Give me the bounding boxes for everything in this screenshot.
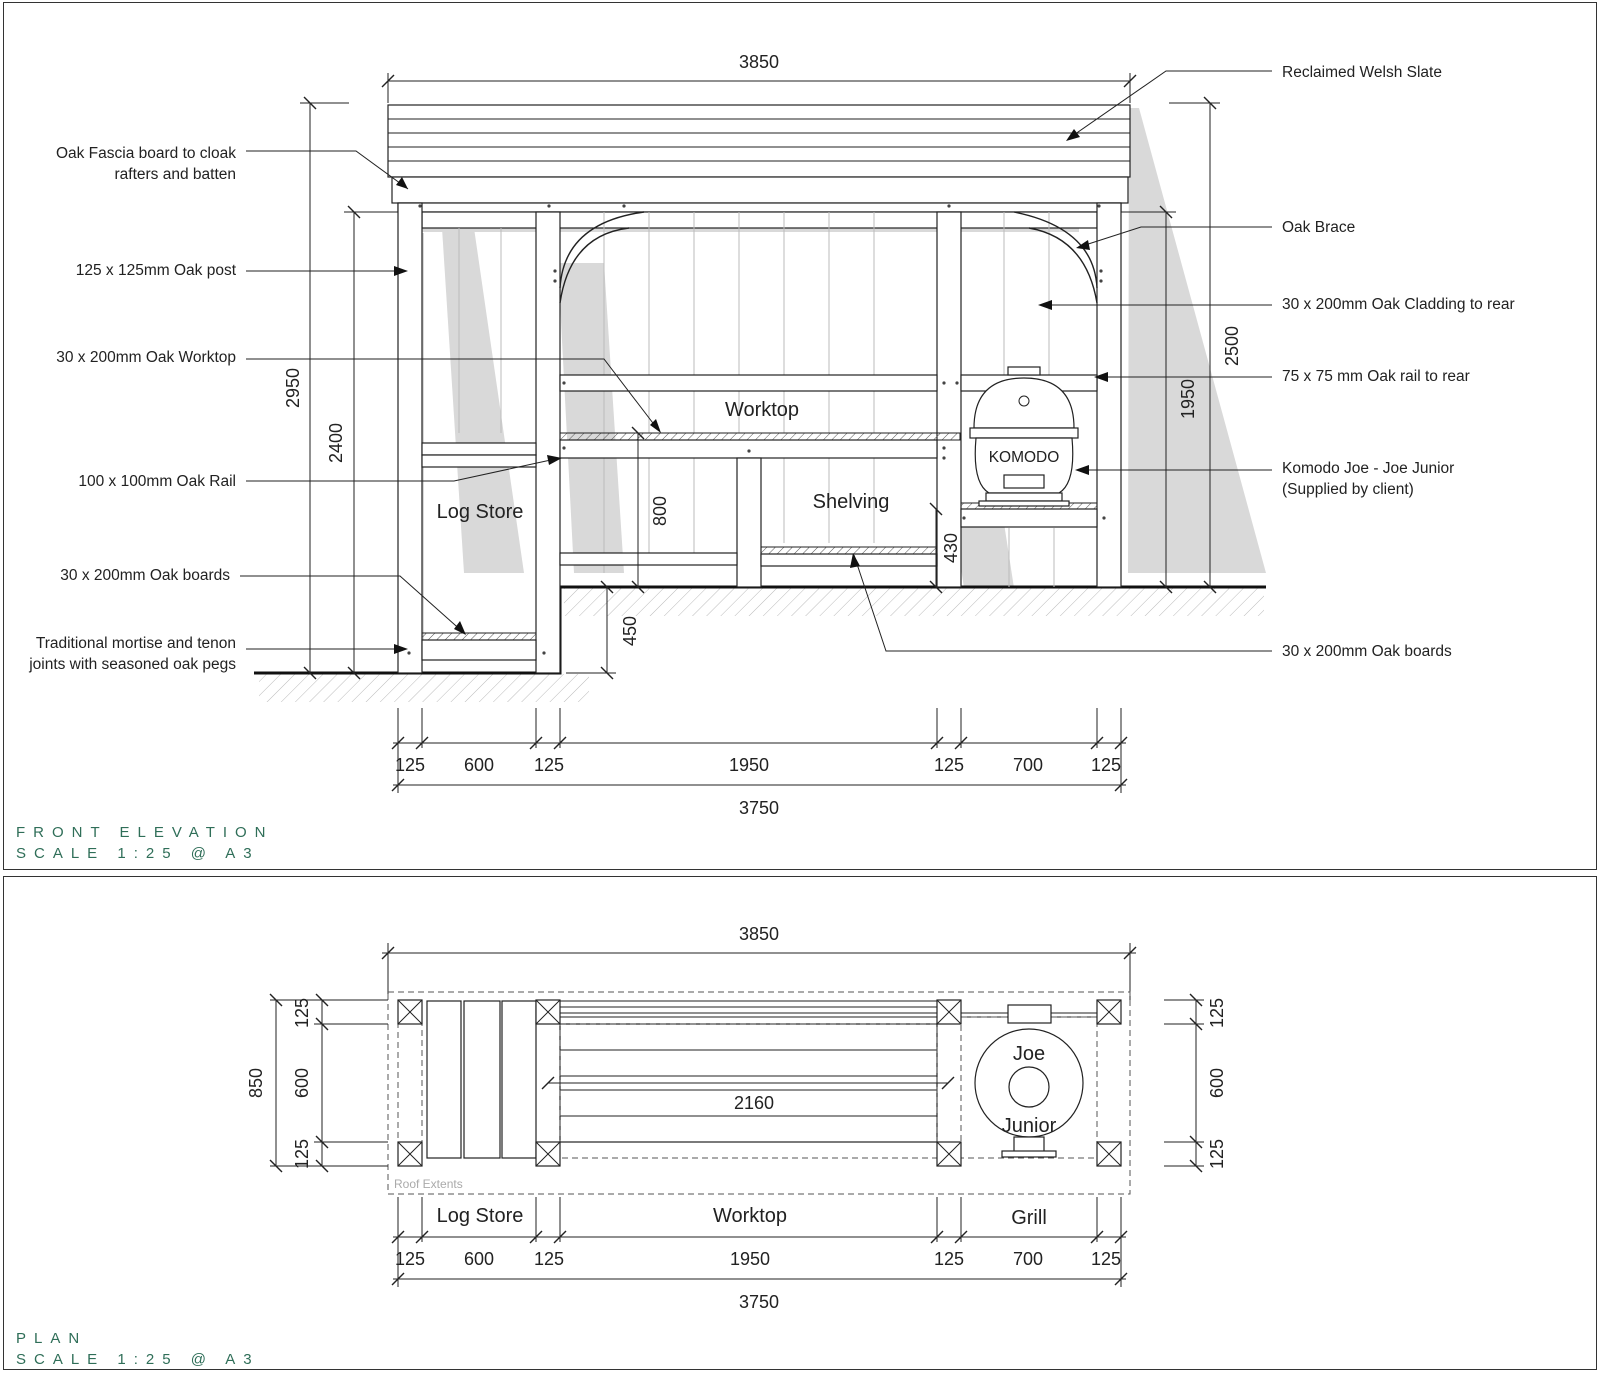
- plan-dimension-inner-span: 2160: [541, 1076, 955, 1113]
- grill-shelf: [960, 502, 1098, 528]
- dim-post-height: 2400: [326, 423, 346, 463]
- annotation-fascia-1: Oak Fascia board to cloak: [56, 145, 236, 162]
- plan-scale: SCALE 1:25 @ A3: [16, 1351, 260, 1368]
- dim-bottom-5: 125: [934, 755, 964, 775]
- plan-dim-bottom-total: 3750: [739, 1292, 779, 1312]
- shelving-label: Shelving: [813, 491, 890, 513]
- annotation-joints-2: joints with seasoned oak pegs: [28, 656, 236, 673]
- worktop-label: Worktop: [725, 399, 799, 421]
- dimension-top-width: 3850: [381, 52, 1137, 103]
- left-annotations: Oak Fascia board to cloak rafters and ba…: [28, 145, 661, 673]
- plan-dim-inner-span: 2160: [734, 1093, 774, 1113]
- plan-dim-right-3: 125: [1207, 1139, 1227, 1169]
- plan-dim-bottom-2: 600: [464, 1249, 494, 1269]
- plan-drawing: 3850 Roof Extents Joe Junior: [16, 924, 1227, 1368]
- grill-label-joe: Joe: [1013, 1043, 1045, 1065]
- komodo-grill: KOMODO: [969, 366, 1079, 507]
- dim-right-height: 2500: [1222, 326, 1242, 366]
- plan-dim-right-1: 125: [1207, 998, 1227, 1028]
- plan-title: PLAN: [16, 1330, 87, 1347]
- dim-step: 450: [620, 616, 640, 646]
- plan-dimension-bottom-chain: 125 600 125 1950 125 700 125 3750: [391, 1197, 1128, 1312]
- dimension-right-post-height: 1950: [1121, 205, 1198, 594]
- annotation-oak-rail: 100 x 100mm Oak Rail: [78, 473, 236, 490]
- dimension-shelf-height: 430: [929, 502, 961, 594]
- annotation-komodo-1: Komodo Joe - Joe Junior: [1282, 460, 1454, 477]
- annotation-cladding: 30 x 200mm Oak Cladding to rear: [1282, 296, 1515, 313]
- rear-cladding: [458, 212, 1055, 587]
- plan-dim-left-1: 125: [292, 998, 312, 1028]
- annotation-fascia-2: rafters and batten: [115, 166, 237, 183]
- dim-top-width: 3850: [739, 52, 779, 72]
- roof-extents: [387, 991, 1131, 1195]
- dim-bottom-total: 3750: [739, 798, 779, 818]
- dim-worktop-height: 800: [650, 496, 670, 526]
- plan-dimension-top-width: 3850: [381, 924, 1137, 1000]
- oak-braces: [559, 211, 1098, 304]
- dim-right-post-height: 1950: [1178, 379, 1198, 419]
- front-elevation-drawing: KOMODO Worktop Log Store Shelving 3850 2…: [16, 52, 1515, 862]
- plan-dim-top-width: 3850: [739, 924, 779, 944]
- plan-worktop: [559, 1000, 938, 1159]
- dimension-step: 450: [566, 580, 640, 680]
- dimension-right-height: 2500: [1169, 96, 1242, 594]
- plan-dim-left-total: 850: [246, 1068, 266, 1098]
- komodo-label: KOMODO: [989, 449, 1060, 466]
- plan-label-grill: Grill: [1011, 1207, 1047, 1229]
- dimension-post-height: 2400: [326, 205, 398, 680]
- peg-dots: [407, 204, 1106, 655]
- oak-posts: [397, 202, 1122, 674]
- annotation-komodo-2: (Supplied by client): [1282, 481, 1414, 498]
- elevation-scale: SCALE 1:25 @ A3: [16, 845, 260, 862]
- dimension-bottom-chain: 125 600 125 1950 125 700 125 3750: [391, 708, 1128, 818]
- plan-dim-left-2: 600: [292, 1068, 312, 1098]
- plan-dimension-left: 125 600 125 850: [246, 993, 388, 1173]
- log-store: [421, 442, 537, 661]
- dimension-worktop-height: 800: [631, 426, 670, 594]
- worktop: [559, 432, 961, 588]
- plan-dim-bottom-3: 125: [534, 1249, 564, 1269]
- plan-dim-right-2: 600: [1207, 1068, 1227, 1098]
- annotation-oak-boards-right: 30 x 200mm Oak boards: [1282, 643, 1452, 660]
- plan-dim-bottom-6: 700: [1013, 1249, 1043, 1269]
- plan-panel: 3850 Roof Extents Joe Junior: [3, 876, 1597, 1370]
- plan-grill-area: Joe Junior: [960, 1004, 1098, 1159]
- plan-dim-left-3: 125: [292, 1139, 312, 1169]
- annotation-slate: Reclaimed Welsh Slate: [1282, 64, 1442, 81]
- dim-bottom-1: 125: [395, 755, 425, 775]
- plan-log-store: [397, 1000, 537, 1159]
- plan-dim-bottom-1: 125: [395, 1249, 425, 1269]
- plan-dim-bottom-7: 125: [1091, 1249, 1121, 1269]
- annotation-rear-rail: 75 x 75 mm Oak rail to rear: [1282, 368, 1470, 385]
- plan-dim-bottom-4: 1950: [730, 1249, 770, 1269]
- plan-dim-bottom-5: 125: [934, 1249, 964, 1269]
- dim-shelf-height: 430: [941, 533, 961, 563]
- plan-dimension-right: 125 600 125: [1164, 993, 1227, 1173]
- dim-bottom-2: 600: [464, 755, 494, 775]
- annotation-joints-1: Traditional mortise and tenon: [36, 635, 236, 652]
- dimension-overall-height: 2950: [283, 96, 349, 680]
- annotation-oak-boards: 30 x 200mm Oak boards: [60, 567, 230, 584]
- dim-overall-height: 2950: [283, 368, 303, 408]
- annotation-worktop: 30 x 200mm Oak Worktop: [56, 349, 236, 366]
- top-beam: [397, 202, 1122, 229]
- dim-bottom-7: 125: [1091, 755, 1121, 775]
- plan-posts: [397, 999, 1122, 1167]
- annotation-oak-brace: Oak Brace: [1282, 219, 1355, 236]
- log-store-label: Log Store: [437, 501, 524, 523]
- dim-bottom-3: 125: [534, 755, 564, 775]
- annotation-oak-post: 125 x 125mm Oak post: [76, 262, 237, 279]
- dim-bottom-6: 700: [1013, 755, 1043, 775]
- plan-label-worktop: Worktop: [713, 1205, 787, 1227]
- roof-slate: [387, 104, 1131, 204]
- grill-label-junior: Junior: [1002, 1115, 1057, 1137]
- right-annotations: Reclaimed Welsh Slate Oak Brace 30 x 200…: [850, 64, 1515, 660]
- front-elevation-panel: KOMODO Worktop Log Store Shelving 3850 2…: [3, 2, 1597, 870]
- plan-label-log-store: Log Store: [437, 1205, 524, 1227]
- dim-bottom-4: 1950: [729, 755, 769, 775]
- roof-extents-label: Roof Extents: [394, 1177, 463, 1191]
- elevation-title: FRONT ELEVATION: [16, 824, 274, 841]
